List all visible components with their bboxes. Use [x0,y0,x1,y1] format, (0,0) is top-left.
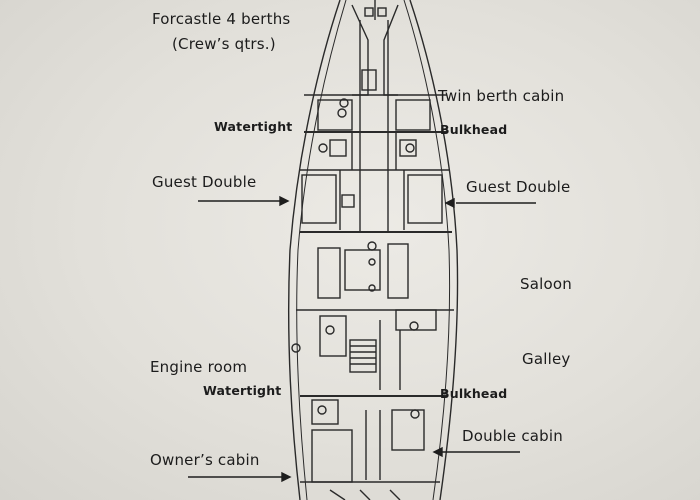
twin-berth-label: Twin berth cabin [438,87,565,105]
saloon-label: Saloon [520,275,572,293]
saloon-settee [317,247,341,299]
wc-port [318,143,328,153]
forecastle-head [361,69,377,91]
guest-double-berth-stbd [407,174,443,224]
owners-cabin-berth [311,429,353,483]
hull-inner-stbd [403,0,451,500]
double-cabin-berth [391,409,425,451]
hull-outer [288,0,341,500]
hull-outer-stbd [409,0,459,500]
engine-room-label: Engine room [150,358,248,376]
twin-berth-stbd [395,99,431,131]
forecastle-wc [339,98,349,108]
bulkhead-aft-label: Bulkhead [440,386,508,401]
watertight-fwd-label: Watertight [214,119,293,134]
wc [337,108,347,118]
galley-label: Galley [522,350,571,368]
wc-stbd [405,143,415,153]
owners-cabin-label: Owner’s cabin [150,451,260,469]
guest-double-port-label: Guest Double [152,173,257,191]
forecastle-label: Forcastle 4 berths [152,10,291,28]
engine [319,315,347,357]
stern [329,489,401,500]
chain-locker [364,7,374,17]
owners-wc [311,399,339,425]
double-cabin-label: Double cabin [462,427,563,445]
vanity [329,139,347,157]
guest-double-stbd-label: Guest Double [466,178,571,196]
saloon-settee-stbd [387,243,409,299]
bulkhead-fwd-label: Bulkhead [440,122,508,137]
engine-room-stairs [349,339,377,373]
vanity-stbd [399,139,417,157]
guest-double-berth [301,174,337,224]
galley-counter [395,309,437,331]
saloon-table [344,249,381,291]
wardrobe [341,194,355,208]
watertight-aft-label: Watertight [203,383,282,398]
chain-locker-stbd [377,7,387,17]
twin-berth [317,99,353,131]
galley-sink [409,321,419,331]
mast [367,241,377,251]
hull-inner [296,0,347,500]
crew-qtrs-label: (Crew’s qtrs.) [172,35,276,53]
forecastle-berth-stbd [383,4,399,96]
